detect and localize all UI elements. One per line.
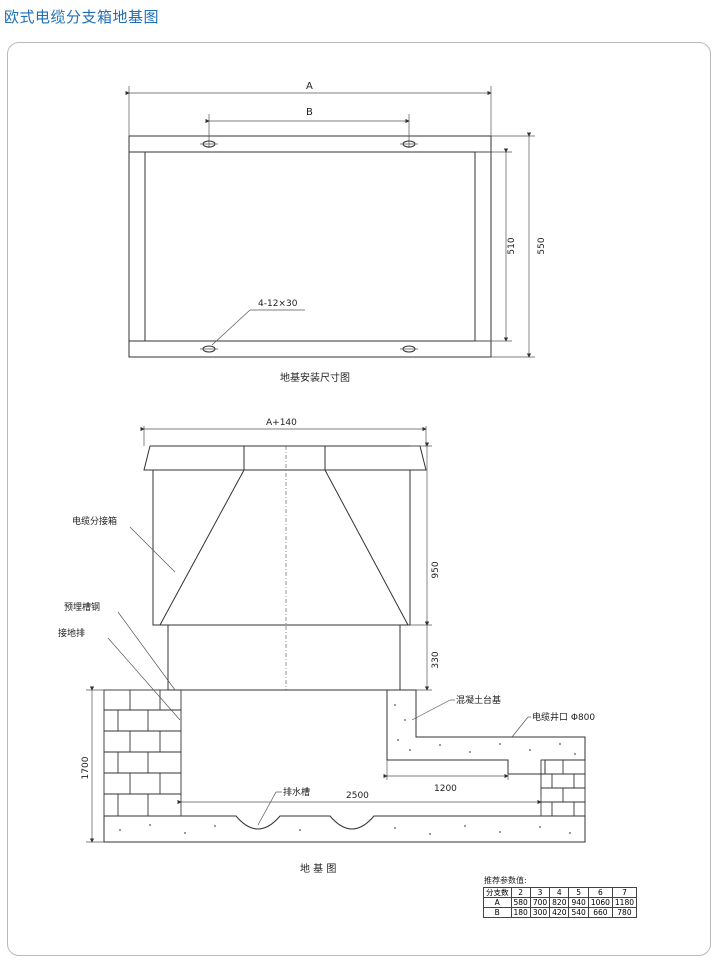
dim-2500-label: 2500: [346, 791, 369, 801]
plan-outer-frame: [128, 135, 492, 358]
label-cable-well: 电缆井口 Φ800: [532, 711, 595, 723]
table-row: A 580 700 820 940 1060 1180: [483, 897, 638, 908]
dim-1200-label: 1200: [434, 784, 457, 794]
bottom-slab: [103, 815, 586, 843]
dim-950-label: 950: [431, 561, 441, 578]
dim-550-label: 550: [537, 237, 547, 254]
plan-view: A B 4-12×30 510 550 地基安装尺寸图: [125, 81, 547, 384]
section-caption: 地 基 图: [300, 862, 336, 875]
box-base: [167, 624, 401, 691]
drawing-frame: [7, 42, 711, 956]
slab-dots: [119, 824, 571, 835]
dim-510-label: 510: [507, 237, 517, 254]
mounting-hole-icon: [200, 140, 418, 353]
label-grounding-bar: 接地排: [58, 627, 85, 639]
table-row: 分支数 2 3 4 5 6 7: [483, 887, 638, 898]
hole-spec-label: 4-12×30: [258, 299, 298, 309]
table-row: B 180 300 420 540 660 780: [483, 907, 638, 918]
dim-b-label: B: [306, 107, 313, 118]
box-body: [152, 469, 411, 626]
concrete-dots: [394, 704, 576, 755]
label-drain-groove: 排水槽: [283, 786, 310, 798]
plan-caption: 地基安装尺寸图: [280, 371, 350, 384]
dim-a-label: A: [306, 81, 313, 92]
params-table: 分支数 2 3 4 5 6 7 A 580 700 820 940 1060 1…: [483, 887, 638, 918]
box-roof: [143, 445, 427, 471]
label-cable-box: 电缆分接箱: [72, 515, 117, 527]
plan-inner-frame: [144, 151, 476, 342]
section-view: A+140 950 330: [58, 418, 595, 875]
dim-330-label: 330: [431, 651, 441, 668]
page-title: 欧式电缆分支箱地基图: [4, 8, 160, 26]
label-embedded-channel: 预埋槽钢: [64, 601, 100, 613]
label-concrete-base: 混凝土台基: [456, 694, 501, 706]
dim-1700-label: 1700: [81, 756, 91, 779]
right-brick-wall: [540, 759, 586, 817]
params-title: 推荐参数值:: [484, 876, 527, 885]
dim-a140-label: A+140: [266, 418, 297, 428]
left-brick-wall: [103, 689, 182, 817]
